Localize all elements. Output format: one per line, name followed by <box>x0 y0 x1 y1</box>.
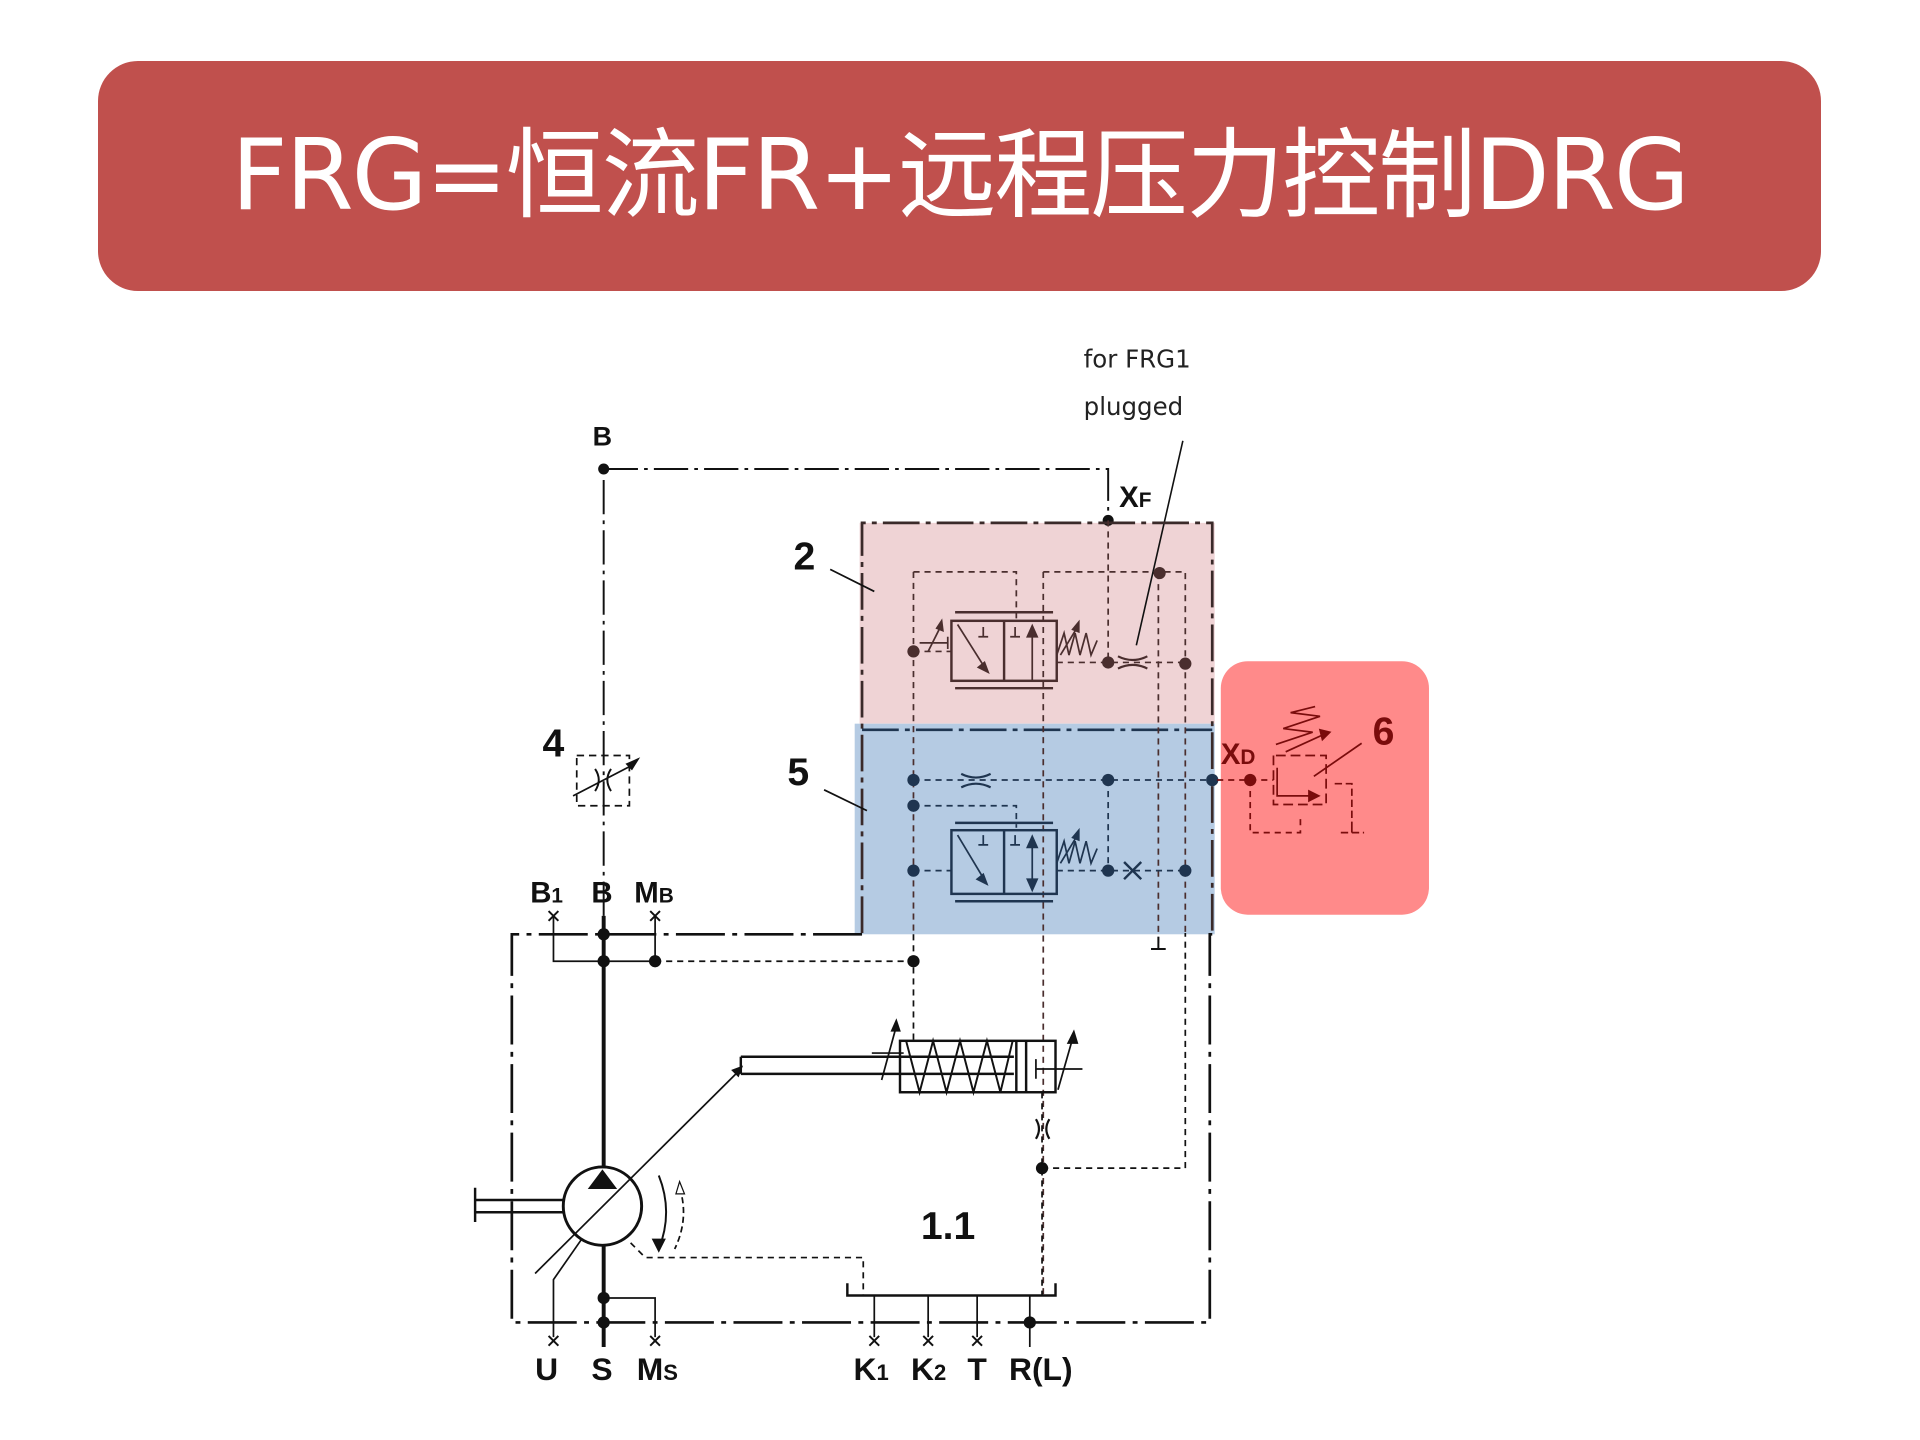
junction-dot <box>598 463 610 475</box>
component-label-pump: 1.1 <box>921 1205 975 1248</box>
port-label-mb: MB <box>634 876 674 909</box>
stroking-cylinder <box>739 933 1187 1296</box>
component-label-2: 2 <box>793 535 815 578</box>
remote-valve-region <box>1220 661 1429 915</box>
main-junctions <box>597 928 1049 1329</box>
port-label-b: B <box>591 876 612 909</box>
page-title: FRG=恒流FR+远程压力控制DRG <box>231 119 1690 233</box>
pressure-lines <box>547 910 915 1347</box>
variable-pump-symbol <box>473 1065 865 1347</box>
component-label-5: 5 <box>787 751 809 794</box>
tank-symbol <box>1151 936 1166 950</box>
port-label-b1: B1 <box>530 876 563 909</box>
leader-2 <box>829 568 875 593</box>
xd-port-dot <box>1244 773 1257 787</box>
port-label-xd: XD <box>1221 738 1256 771</box>
leader-5 <box>823 789 868 812</box>
pressure-controller-junctions <box>907 773 1219 877</box>
port-label-k2: K2 <box>911 1351 946 1387</box>
flow-controller-region <box>859 522 1215 724</box>
remote-b-line <box>602 468 1110 916</box>
annotation-line-2: plugged <box>1084 392 1184 421</box>
port-label-u: U <box>535 1351 558 1387</box>
port-label-k1: K1 <box>853 1351 888 1387</box>
port-label-xf: XF <box>1119 481 1151 514</box>
adjustable-orifice-4 <box>572 754 641 807</box>
port-label-b-top: B <box>593 422 612 452</box>
pressure-controller-valve <box>913 772 1213 903</box>
port-label-s: S <box>591 1351 612 1387</box>
title-banner: FRG=恒流FR+远程压力控制DRG <box>98 61 1821 291</box>
port-label-ms: MS <box>637 1351 678 1387</box>
port-label-rl: R(L) <box>1009 1351 1073 1387</box>
port-label-t: T <box>967 1351 987 1387</box>
flow-controller-junctions <box>907 566 1192 670</box>
bottom-port-manifold <box>846 1283 1057 1347</box>
component-label-6: 6 <box>1373 710 1395 753</box>
annotation-leader <box>1135 440 1184 646</box>
control-block-outline <box>860 521 1214 934</box>
annotation-line-1: for FRG1 <box>1084 344 1191 373</box>
flow-controller-valve <box>912 520 1187 1296</box>
pump-housing-outline <box>510 932 1213 1324</box>
component-label-4: 4 <box>542 723 564 766</box>
